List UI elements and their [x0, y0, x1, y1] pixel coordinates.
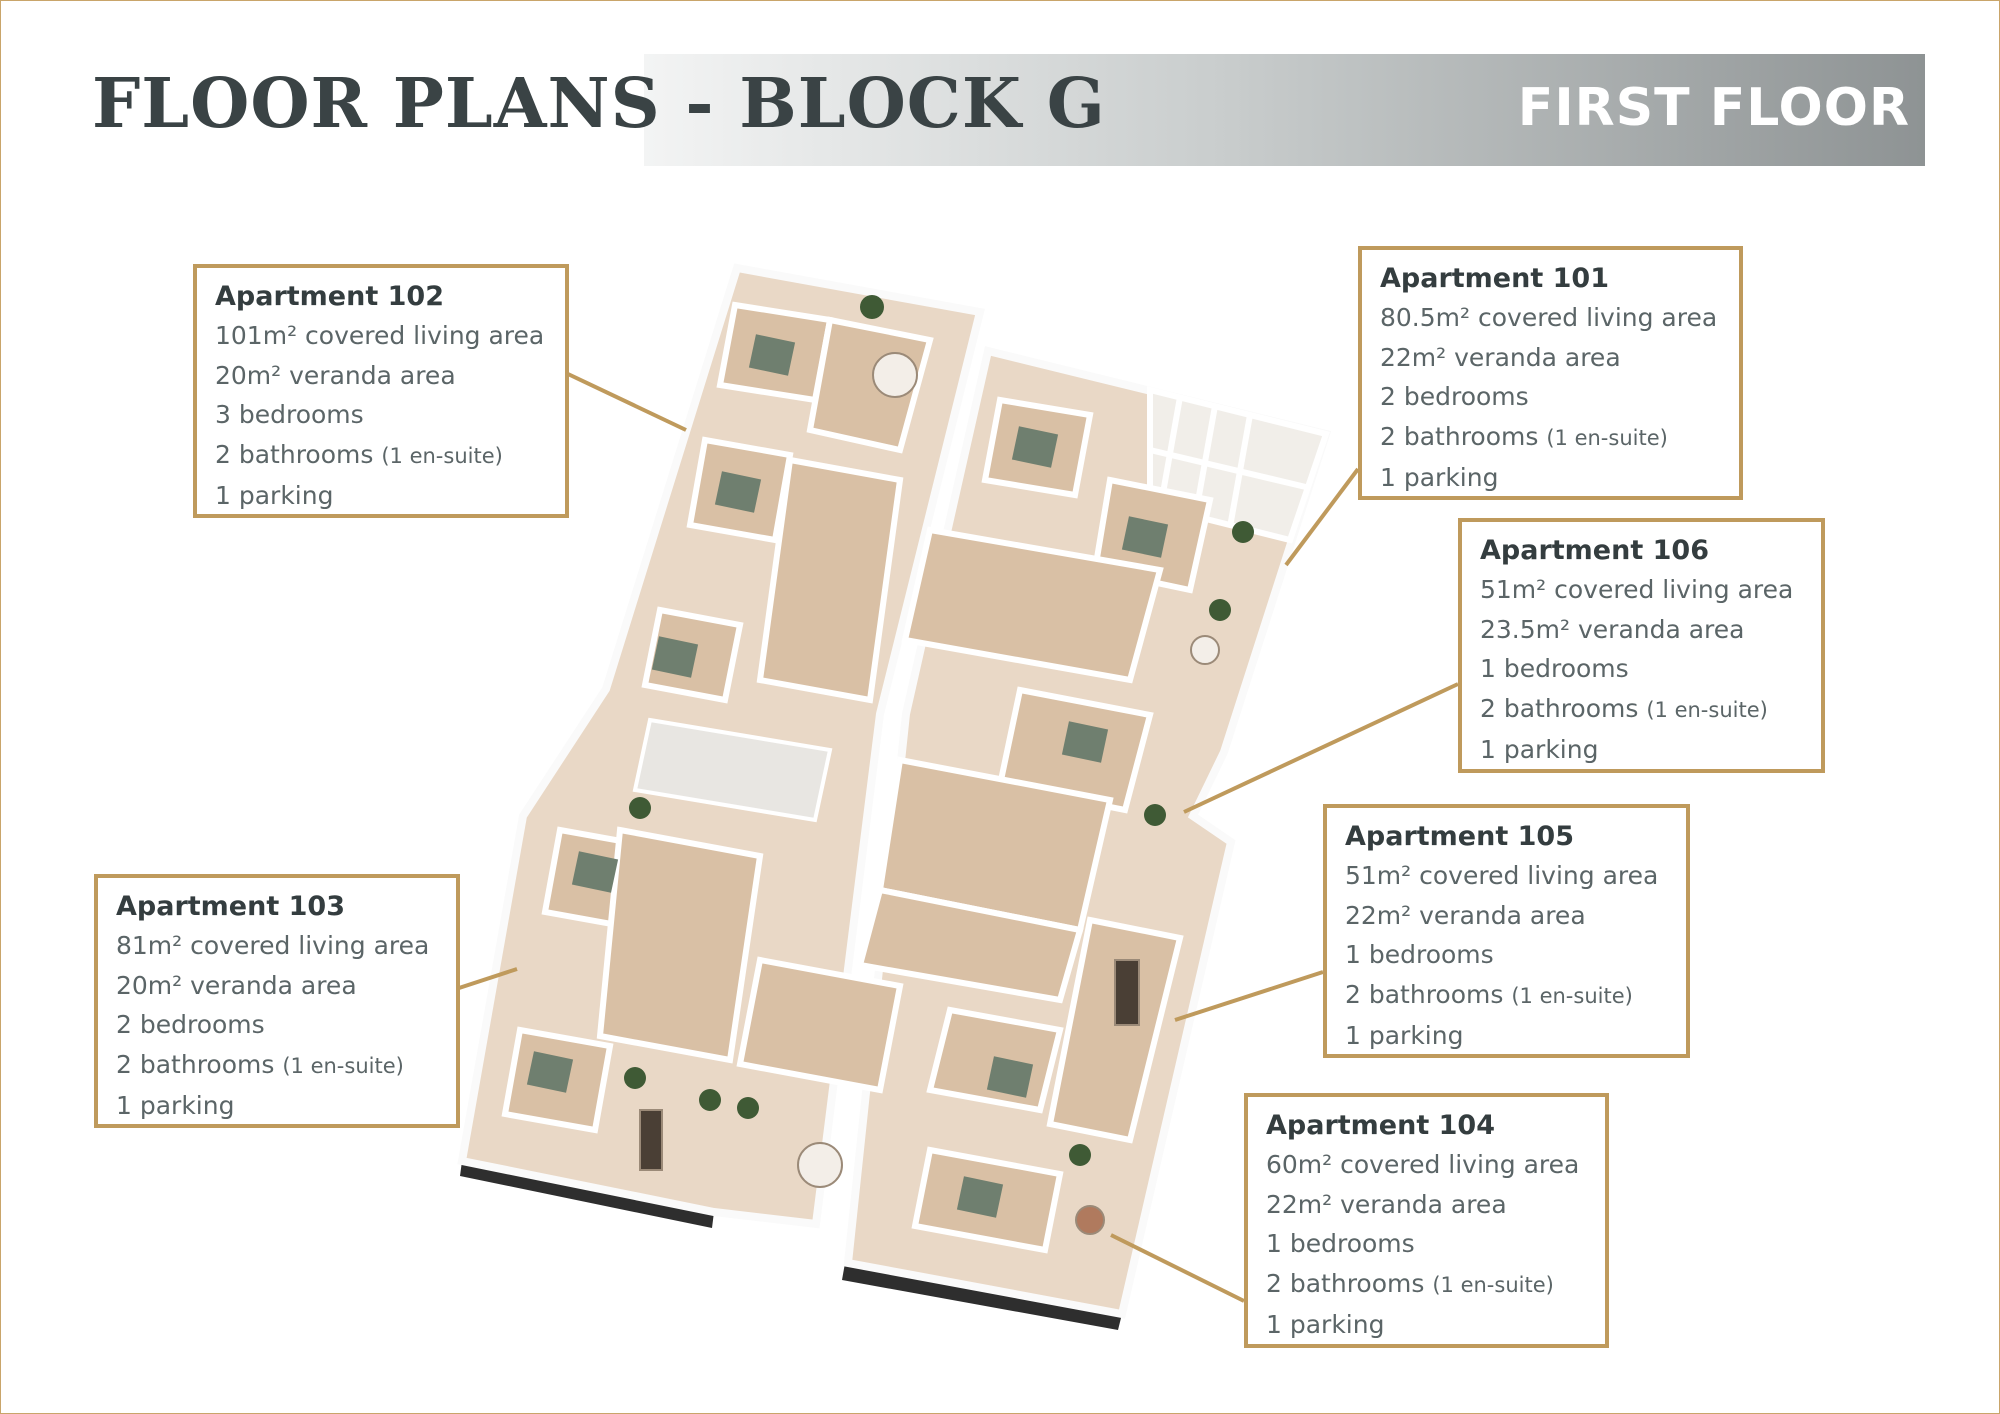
bedrooms: 2 bedrooms [116, 1010, 265, 1039]
bathrooms-count: 2 bathrooms [116, 1049, 275, 1079]
ensuite-note: (1 en-suite) [1432, 1272, 1554, 1297]
veranda-area: 22m² veranda area [1380, 342, 1621, 372]
apartment-105-card: Apartment 105 51m² covered living area 2… [1323, 804, 1690, 1058]
bedrooms: 2 bedrooms [1380, 382, 1529, 411]
parking: 1 parking [116, 1091, 235, 1120]
bathrooms-count: 2 bathrooms [1480, 693, 1639, 723]
covered-area: 81m² covered living area [116, 931, 430, 960]
bedrooms: 3 bedrooms [215, 400, 364, 429]
veranda-area: 20m² veranda area [116, 970, 357, 1000]
apartment-104-card: Apartment 104 60m² covered living area 2… [1244, 1093, 1609, 1348]
bathrooms: 2 bathrooms (1 en-suite) [1266, 1264, 1591, 1306]
ensuite-note: (1 en-suite) [1511, 983, 1633, 1008]
parking: 1 parking [1480, 735, 1599, 764]
leader-lines [458, 372, 1459, 1303]
header-banner [644, 54, 1925, 166]
plants [624, 295, 1254, 1166]
parking: 1 parking [215, 481, 334, 510]
covered-area: 51m² covered living area [1345, 861, 1659, 890]
bathrooms: 2 bathrooms (1 en-suite) [1480, 689, 1807, 731]
bathrooms: 2 bathrooms (1 en-suite) [215, 435, 551, 477]
apartment-title: Apartment 101 [1380, 263, 1609, 294]
ensuite-note: (1 en-suite) [1546, 425, 1668, 450]
apartment-title: Apartment 102 [215, 281, 444, 312]
apartment-title: Apartment 106 [1480, 535, 1709, 566]
apartment-title: Apartment 105 [1345, 821, 1574, 852]
stair-core [632, 717, 833, 823]
ensuite-note: (1 en-suite) [1646, 697, 1768, 722]
beds [526, 334, 1169, 1218]
bathrooms-count: 2 bathrooms [215, 439, 374, 469]
bedrooms: 1 bedrooms [1480, 654, 1629, 683]
building-shadow [460, 1161, 1122, 1330]
apartment-106-card: Apartment 106 51m² covered living area 2… [1458, 518, 1825, 773]
page-title: FLOOR PLANS - BLOCK G [92, 64, 1106, 144]
veranda-area: 23.5m² veranda area [1480, 614, 1745, 644]
tables [639, 352, 1220, 1235]
veranda-area: 22m² veranda area [1345, 900, 1586, 930]
bathrooms-count: 2 bathrooms [1266, 1268, 1425, 1298]
apartment-title: Apartment 104 [1266, 1110, 1495, 1141]
bathrooms-count: 2 bathrooms [1380, 421, 1539, 451]
apartment-103-card: Apartment 103 81m² covered living area 2… [94, 874, 460, 1128]
floor-label: FIRST FLOOR [1517, 78, 1910, 138]
parking: 1 parking [1345, 1021, 1464, 1050]
ensuite-note: (1 en-suite) [381, 443, 503, 468]
apartment-title: Apartment 103 [116, 891, 345, 922]
bathrooms: 2 bathrooms (1 en-suite) [116, 1045, 442, 1087]
covered-area: 60m² covered living area [1266, 1150, 1580, 1179]
parking: 1 parking [1266, 1310, 1385, 1339]
bathrooms: 2 bathrooms (1 en-suite) [1345, 975, 1672, 1017]
veranda-area: 20m² veranda area [215, 360, 456, 390]
bedrooms: 1 bedrooms [1266, 1229, 1415, 1258]
ensuite-note: (1 en-suite) [282, 1053, 404, 1078]
bedrooms: 1 bedrooms [1345, 940, 1494, 969]
covered-area: 101m² covered living area [215, 321, 545, 350]
covered-area: 80.5m² covered living area [1380, 303, 1718, 332]
covered-area: 51m² covered living area [1480, 575, 1794, 604]
parking: 1 parking [1380, 463, 1499, 492]
apartment-102-card: Apartment 102 101m² covered living area … [193, 264, 569, 518]
bathrooms: 2 bathrooms (1 en-suite) [1380, 417, 1725, 459]
bathrooms-count: 2 bathrooms [1345, 979, 1504, 1009]
veranda-area: 22m² veranda area [1266, 1189, 1507, 1219]
apartment-101-card: Apartment 101 80.5m² covered living area… [1358, 246, 1743, 500]
